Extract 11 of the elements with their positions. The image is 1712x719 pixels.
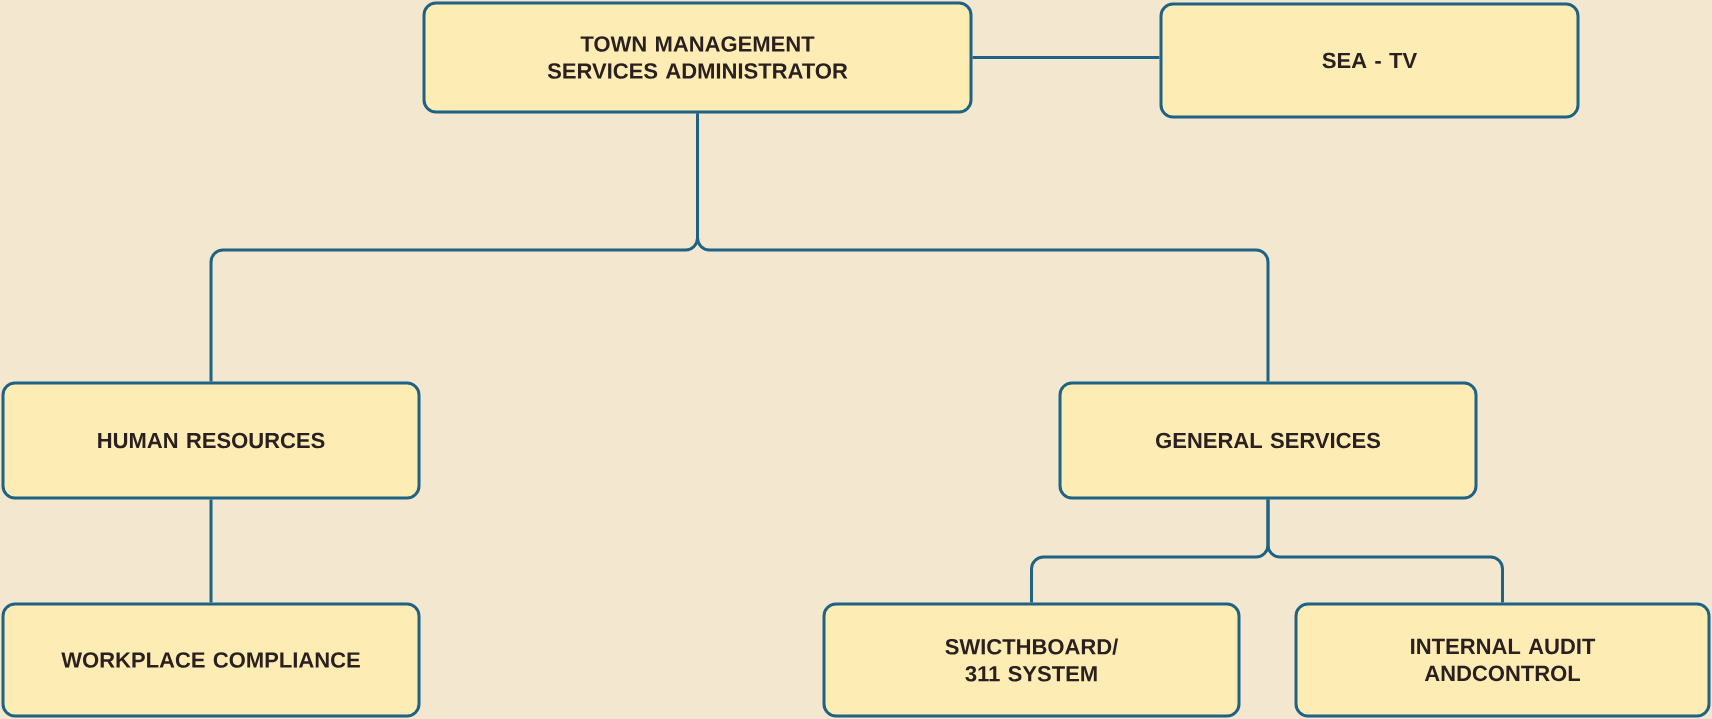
connector-line [1266,499,1504,603]
connector-line [696,113,1270,382]
org-box: WORKPLACE COMPLIANCE [1,602,421,718]
connector-line [209,499,213,603]
org-box: INTERNAL AUDIT ANDCONTROL [1294,602,1711,718]
connector-line [972,56,1160,59]
org-box: SEA - TV [1159,2,1580,119]
org-box: GENERAL SERVICES [1058,381,1478,500]
org-box: TOWN MANAGEMENT SERVICES ADMINISTRATOR [422,1,973,114]
org-box: SWICTHBOARD/ 311 SYSTEM [822,602,1241,718]
org-box: HUMAN RESOURCES [1,381,421,500]
